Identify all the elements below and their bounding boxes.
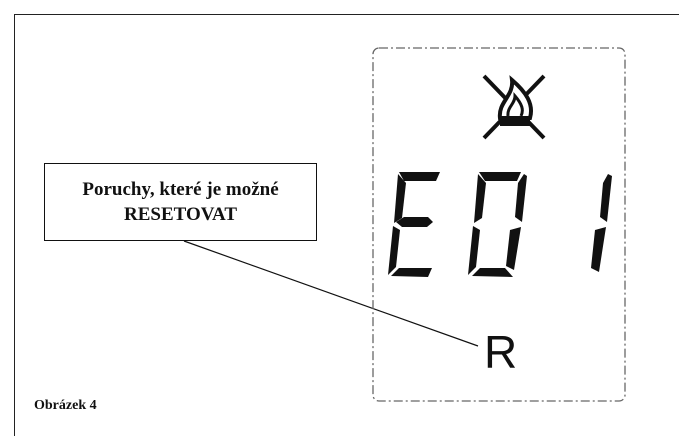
callout-box: Poruchy, které je možné RESETOVAT [44,163,317,241]
segment-digit-0 [468,172,527,277]
flame-crossed-icon [482,74,546,140]
figure-frame [14,14,679,436]
callout-line-2: RESETOVAT [124,204,237,225]
callout-line-1: Poruchy, které je možné [82,179,279,200]
lcd-outline [372,47,626,402]
leader-line [183,240,479,347]
figure-caption: Obrázek 4 [34,398,97,413]
segment-digit-1 [591,174,612,272]
segment-digit-E [388,172,440,277]
reset-letter: R [484,326,517,378]
